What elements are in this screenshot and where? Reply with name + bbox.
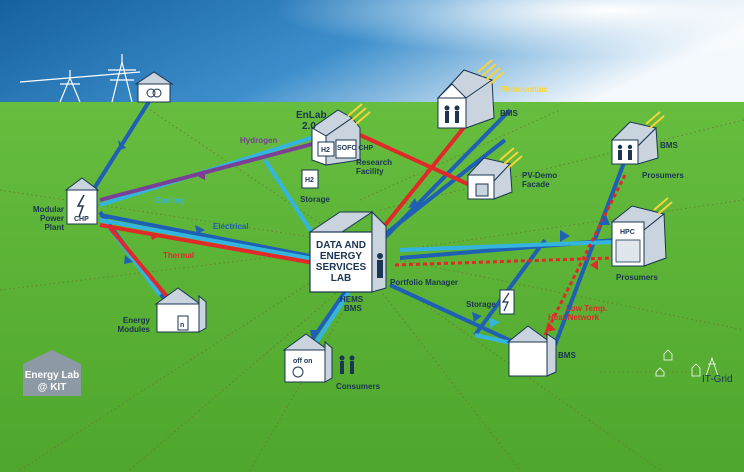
consumers-tag: off on [293,358,312,365]
solar-rays-icon [347,103,371,125]
center-sub-2: BMS [344,304,362,313]
low-temp-label: Low Temp. Heat Network [548,304,607,322]
hpc-building: HPC Prosumers [610,197,673,282]
electric-storage-label: Storage [466,300,496,309]
photovoltaic-label: Photovoltaic [500,85,549,94]
energy-lab-kit: Energy Lab @ KIT [23,350,81,396]
enlab-building: H2 SOFC CHP EnLab 2.0 Research Facility [296,103,392,176]
modular-label-3: Plant [44,223,64,232]
modular-power-plant: CHP Modular Power Plant [33,177,100,232]
bms-right-building: BMS Prosumers [611,111,684,180]
switch-icon [292,366,304,378]
prosumers-top-label: Prosumers [642,171,684,180]
research-label-2: Facility [356,167,384,176]
kit-label-1: Energy Lab [25,370,79,381]
data-center-building: DATA AND ENERGY SERVICES LAB HEMS BMS Po… [308,210,458,313]
power-pylons [19,54,141,103]
portfolio-manager-label: Portfolio Manager [390,278,458,287]
modular-label-1: Modular [33,205,64,214]
kit-label-2: @ KIT [38,382,67,393]
bms-bottom-label: BMS [558,351,576,360]
research-label-1: Research [356,158,392,167]
center-label-1: DATA AND [316,240,366,251]
it-grid: IT-Grid [655,349,733,385]
it-grid-label: IT-Grid [702,374,733,385]
cooling-label: Cooling [155,196,185,205]
people-icon [339,355,355,374]
energy-modules-label-1: Energy [123,316,151,325]
flow-arrows [118,140,610,340]
h2-tag: H2 [305,177,314,184]
tiny-houses-icon [655,349,701,377]
solar-rays-icon [477,59,505,85]
pv-demo-label-2: Facade [522,180,550,189]
chp-tag: CHP [74,216,89,223]
pv-demo-facade-building: PV-Demo Facade [467,147,557,200]
h2-storage: H2 Storage [300,169,330,204]
hydrogen-lines [99,140,321,202]
enlab-label-2: 2.0 [302,121,316,132]
thermal-dashed-lines [394,174,627,336]
enlab-chip-h2: H2 [321,147,330,154]
center-label-2: ENERGY [320,251,363,262]
hpc-tag: HPC [620,229,635,236]
lightning-icon [76,194,85,218]
solar-rays-icon [499,147,523,169]
pv-demo-label-1: PV-Demo [522,171,557,180]
tiny-pylon-icon [705,356,719,377]
h2-storage-label: Storage [300,195,330,204]
energy-modules-label-2: Modules [118,325,151,334]
bms-top-building: Photovoltaic BMS [436,59,549,129]
low-temp-label-1: Low Temp. [566,304,607,313]
energy-modules-tag: n [180,322,184,329]
energy-modules-building: n Energy Modules [118,287,207,334]
solar-rays-icon [653,197,673,215]
bms-bottom-building: BMS [506,325,576,377]
center-label-4: LAB [331,273,352,284]
lightning-icon [501,292,510,312]
low-temp-label-2: Heat Network [548,313,600,322]
enlab-label-1: EnLab [296,110,327,121]
solar-rays-icon [645,111,665,129]
people-icon [444,105,460,123]
center-sub-1: HEMS [340,295,364,304]
substation [134,71,174,103]
center-label-3: SERVICES [316,262,367,273]
bms-top-label: BMS [500,109,518,118]
consumers-building: off on Consumers [282,333,381,391]
hydrogen-label: Hydrogen [240,136,277,145]
it-grid-lines [0,109,744,471]
people-icon [617,144,633,160]
prosumers-hpc-label: Prosumers [616,273,658,282]
thermal-label: Thermal [163,251,194,260]
consumers-label: Consumers [336,382,381,391]
electric-storage: Storage [466,289,515,315]
electrical-label: Electrical [213,222,249,231]
modular-label-2: Power [40,214,64,223]
enlab-chip-sofc: SOFC CHP [337,145,374,152]
bms-right-label: BMS [660,141,678,150]
person-icon [377,253,383,278]
